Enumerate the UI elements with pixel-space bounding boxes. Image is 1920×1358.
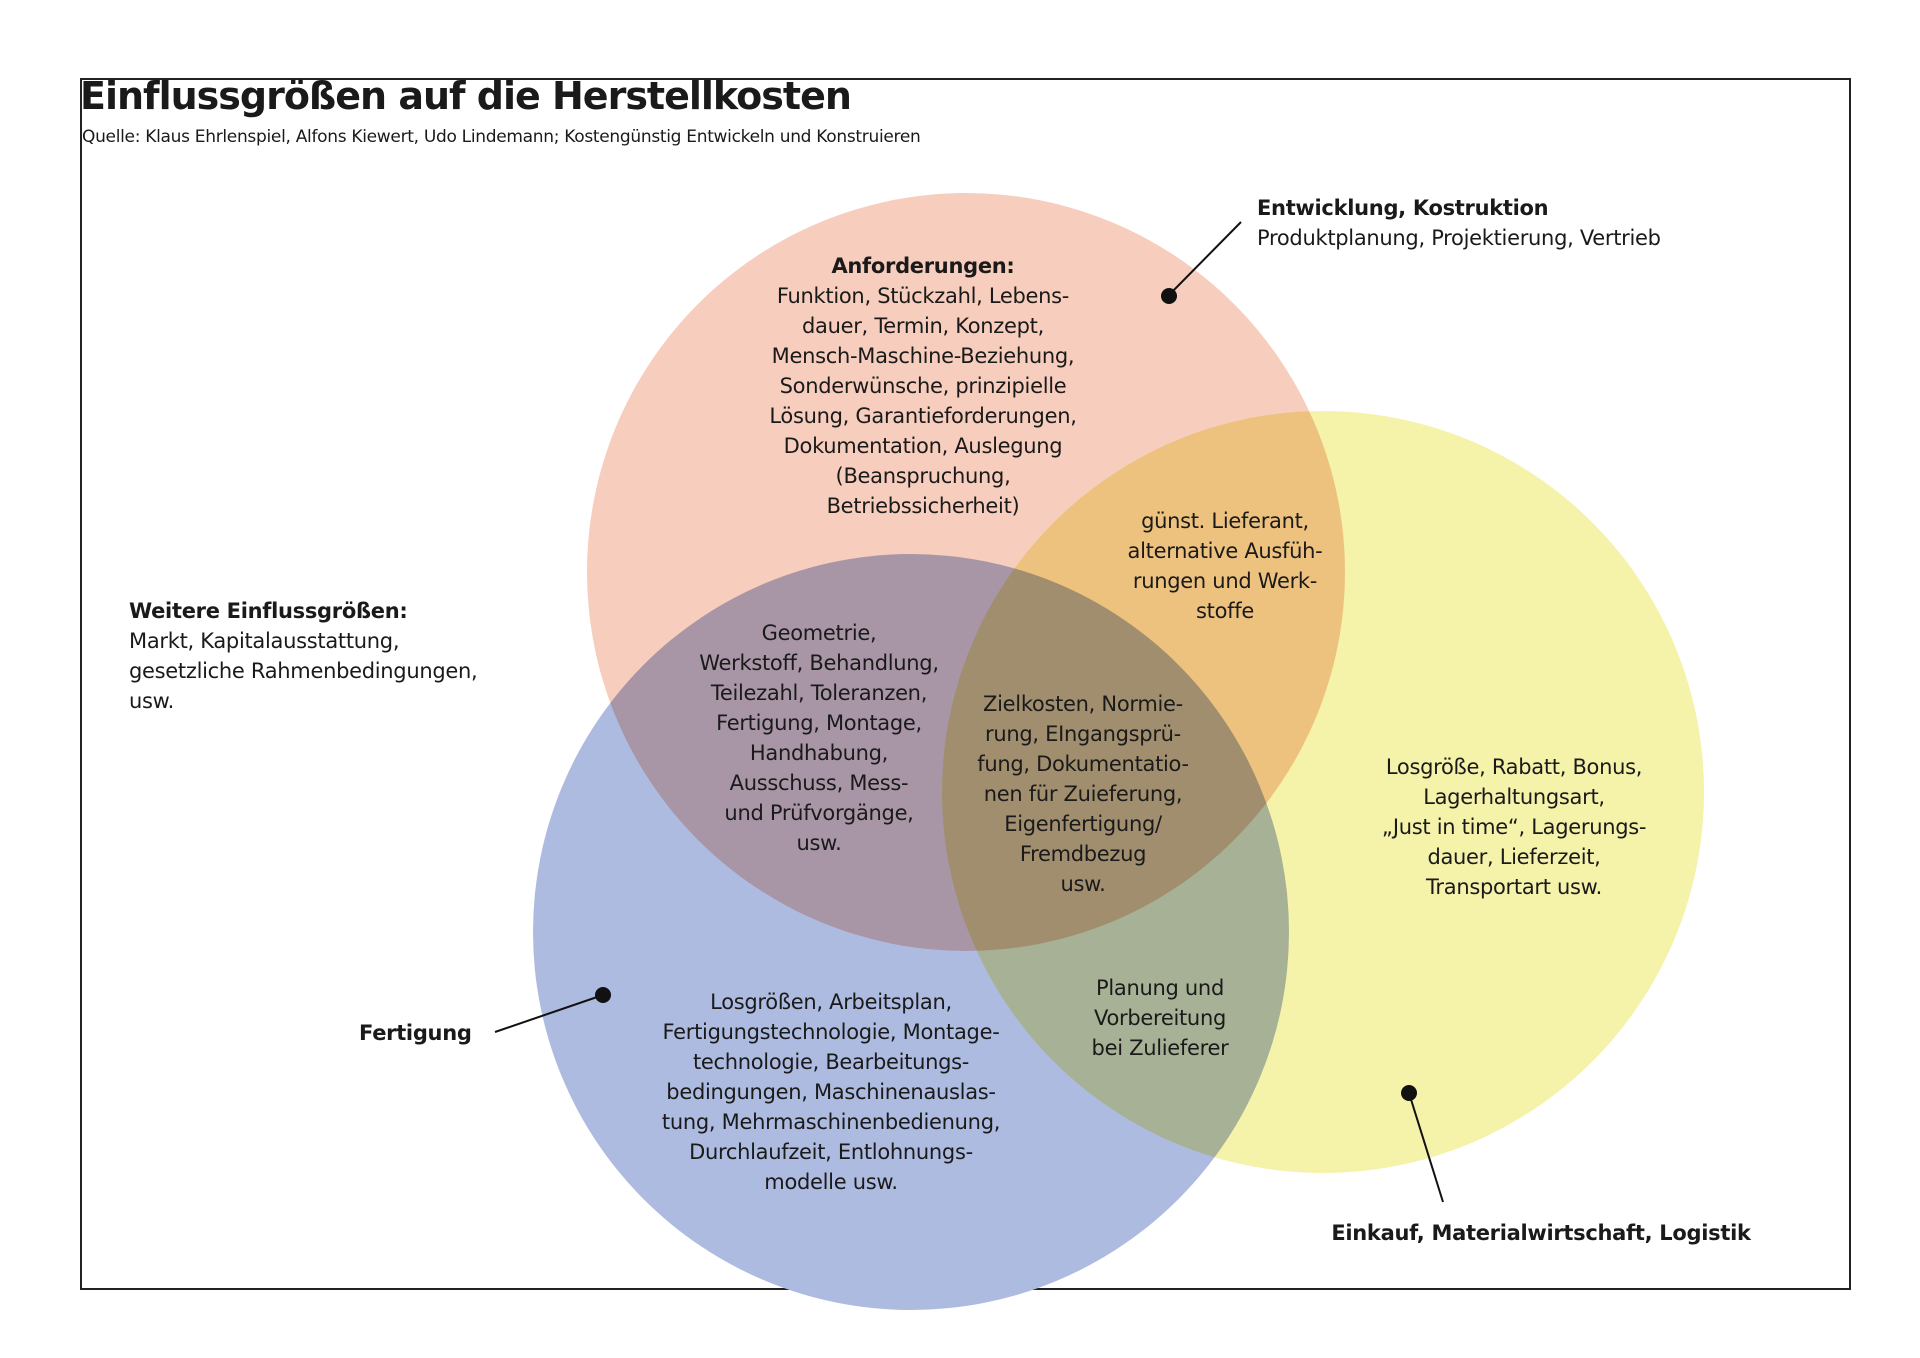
label-entwicklung-title: Entwicklung, Kostruktion <box>1257 196 1549 220</box>
text-line: Losgröße, Rabatt, Bonus, <box>1385 755 1643 779</box>
text-line: günst. Lieferant, <box>1141 509 1309 533</box>
text-line: Geometrie, <box>761 621 877 645</box>
leader-line-fertigung <box>494 994 604 1033</box>
region-anforderungen: Anforderungen: Funktion, Stückzahl, Lebe… <box>769 251 1077 521</box>
text-line: rung, EIngangsprü- <box>985 722 1181 746</box>
page-title: Einflussgrößen auf die Herstellkosten <box>80 74 852 118</box>
text-line: Sonderwünsche, prinzipielle <box>779 374 1067 398</box>
label-einkauf: Einkauf, Materialwirtschaft, Logistik <box>1331 1221 1751 1245</box>
text-line: bei Zulieferer <box>1091 1036 1229 1060</box>
text-line: Funktion, Stückzahl, Lebens- <box>776 284 1070 308</box>
text-line: alternative Ausfüh- <box>1127 539 1323 563</box>
text-line: Losgrößen, Arbeitsplan, <box>710 990 952 1014</box>
anforderungen-heading: Anforderungen: <box>831 254 1015 278</box>
text-line: dauer, Lieferzeit, <box>1427 845 1601 869</box>
text-line: Transportart usw. <box>1425 875 1603 899</box>
text-line: Durchlaufzeit, Entlohnungs- <box>689 1140 973 1164</box>
leader-dot-fertigung <box>595 987 611 1003</box>
text-line: usw. <box>129 689 174 713</box>
text-line: Werkstoff, Behandlung, <box>699 651 939 675</box>
region-entwicklung-fertigung: Geometrie, Werkstoff, Behandlung, Teilezah… <box>699 618 939 858</box>
text-line: Betriebssicherheit) <box>826 494 1020 518</box>
text-line: Fertigungstechnologie, Montage- <box>662 1020 1000 1044</box>
text-line: Markt, Kapitalausstattung, <box>129 629 400 653</box>
text-line: usw. <box>1060 872 1106 896</box>
text-line: Lösung, Garantieforderungen, <box>769 404 1077 428</box>
leader-line-einkauf <box>1408 1092 1444 1203</box>
circle-einkauf <box>942 411 1704 1173</box>
text-line: Teilezahl, Toleranzen, <box>710 681 928 705</box>
label-fertigung: Fertigung <box>359 1021 472 1045</box>
text-line: fung, Dokumentatio- <box>977 752 1189 776</box>
region-einkauf: Losgröße, Rabatt, Bonus, Lagerhaltungsart… <box>1381 752 1647 902</box>
region-alle-drei: Zielkosten, Normie-rung, EIngangsprü-fun… <box>977 689 1189 899</box>
text-line: Vorbereitung <box>1094 1006 1226 1030</box>
text-line: bedingungen, Maschinenauslas- <box>666 1080 996 1104</box>
text-line: Lagerhaltungsart, <box>1423 785 1605 809</box>
text-line: Eigenfertigung/ <box>1004 812 1162 836</box>
text-line: Zielkosten, Normie- <box>983 692 1183 716</box>
text-line: Fremdbezug <box>1019 842 1147 866</box>
text-line: (Beanspruchung, <box>835 464 1011 488</box>
text-line: Mensch-Maschine-Beziehung, <box>771 344 1075 368</box>
text-line: Dokumentation, Auslegung <box>783 434 1063 458</box>
weitere-heading: Weitere Einflussgrößen: <box>129 599 408 623</box>
text-line: und Prüfvorgänge, <box>724 801 914 825</box>
leader-dot-entwicklung <box>1161 288 1177 304</box>
text-line: nen für Zuieferung, <box>983 782 1183 806</box>
region-fertigung: Losgrößen, Arbeitsplan, Fertigungstechnol… <box>661 987 1001 1197</box>
text-line: Handhabung, <box>749 741 889 765</box>
weitere-einflussgroessen: Weitere Einflussgrößen: Markt, Kapitalau… <box>129 596 478 716</box>
text-line: stoffe <box>1196 599 1254 623</box>
text-line: rungen und Werk- <box>1132 569 1318 593</box>
leader-line-entwicklung <box>1168 221 1242 296</box>
region-entwicklung-einkauf: günst. Lieferant, alternative Ausfüh-rung… <box>1128 506 1323 626</box>
text-line: tung, Mehrmaschinenbedienung, <box>661 1110 1001 1134</box>
text-line: gesetzliche Rahmenbedingungen, <box>129 659 478 683</box>
text-line: dauer, Termin, Konzept, <box>802 314 1044 338</box>
label-entwicklung: Entwicklung, Kostruktion Produktplanung,… <box>1257 193 1661 253</box>
text-line: „Just in time“, Lagerungs- <box>1381 815 1647 839</box>
text-line: Planung und <box>1096 976 1224 1000</box>
text-line: modelle usw. <box>764 1170 898 1194</box>
source-note: Quelle: Klaus Ehrlenspiel, Alfons Kiewer… <box>82 127 921 147</box>
text-line: Ausschuss, Mess- <box>729 771 909 795</box>
text-line: usw. <box>796 831 842 855</box>
text-line: Fertigung, Montage, <box>716 711 922 735</box>
label-entwicklung-sub: Produktplanung, Projektierung, Vertrieb <box>1257 226 1661 250</box>
text-line: technologie, Bearbeitungs- <box>692 1050 970 1074</box>
leader-dot-einkauf <box>1401 1085 1417 1101</box>
